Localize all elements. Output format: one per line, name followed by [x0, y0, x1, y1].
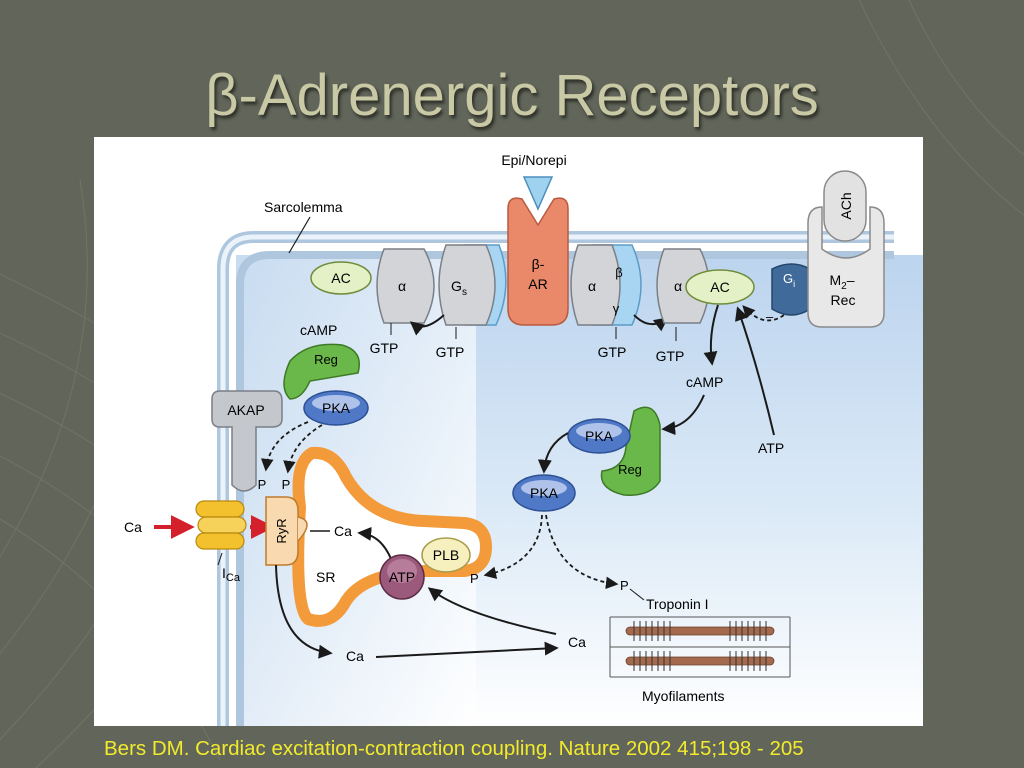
- beta-ar-label-2: AR: [528, 276, 547, 292]
- sarcolemma-label: Sarcolemma: [264, 199, 343, 215]
- plb: [421, 537, 471, 573]
- beta-adrenergic-signaling-diagram: Epi/Norepi Sarcolemma β- AR α AC Gs α β …: [124, 152, 923, 726]
- alpha-left-label: α: [398, 278, 406, 294]
- alpha-right-label: α: [674, 278, 682, 294]
- ac-right-label: AC: [710, 279, 729, 295]
- ryr-label: RyR: [274, 518, 289, 543]
- gtp-label-2: GTP: [436, 344, 465, 360]
- p-plb-label: P: [470, 571, 479, 586]
- myofilaments-label: Myofilaments: [642, 688, 724, 704]
- ac-left-label: AC: [331, 270, 350, 286]
- gs-to-alpha-arrow: [409, 314, 445, 336]
- gs-subunit: [438, 244, 496, 326]
- pka-to-ryr-dashed-1: [261, 421, 309, 472]
- ac-right: [685, 269, 755, 305]
- plb-label: PLB: [433, 547, 459, 563]
- diagram-panel: Epi/Norepi Sarcolemma β- AR α AC Gs α β …: [94, 137, 923, 726]
- p-label-1: P: [258, 477, 267, 492]
- citation: Bers DM. Cardiac excitation-contraction …: [104, 737, 804, 760]
- pka-lower-label: PKA: [530, 485, 559, 501]
- gamma-mid-label: γ: [613, 301, 620, 316]
- troponin-label: Troponin I: [646, 596, 709, 612]
- camp-left-label: cAMP: [300, 322, 337, 338]
- slide-title: β-Adrenergic Receptors: [205, 63, 819, 128]
- beta-mid-label: β: [615, 265, 622, 280]
- gtp-label-4: GTP: [656, 348, 685, 364]
- ac-left: [310, 261, 372, 295]
- pka-left-label: PKA: [322, 400, 351, 416]
- gs-label: Gs: [451, 278, 467, 298]
- sarcolemma-pointer: [288, 216, 311, 254]
- ca-in-label: Ca: [124, 519, 142, 535]
- pka-to-troponin-dashed-arrow: [545, 514, 619, 590]
- beta-ar-receptor: [507, 197, 569, 326]
- reg-left: [283, 343, 360, 400]
- m2-receptor: [807, 206, 885, 328]
- ca-cyto-label: Ca: [346, 648, 364, 664]
- akap: [211, 390, 283, 492]
- ca-to-myofilament-arrow: [375, 641, 559, 658]
- alpha-mid-label: α: [588, 278, 596, 294]
- sr-label: SR: [316, 569, 335, 585]
- reg-right-label: Reg: [618, 462, 642, 477]
- m2-label-2: Rec: [831, 292, 856, 308]
- ach-ligand: [823, 170, 867, 242]
- l-type-ca-channel: [195, 500, 247, 550]
- atp-pump-label: ATP: [389, 569, 415, 585]
- ac-to-camp-arrow: [703, 304, 719, 366]
- pka-mid-label: PKA: [585, 428, 614, 444]
- myofilament-to-pump-arrow: [427, 587, 557, 635]
- sarcoplasmic-reticulum: [292, 446, 492, 627]
- akap-label: AKAP: [227, 402, 264, 418]
- pka-to-plb-dashed-arrow: [483, 514, 543, 579]
- camp-to-pka-arrow: [661, 394, 705, 436]
- reg-left-label: Reg: [314, 352, 338, 367]
- ca-sr-label: Ca: [334, 523, 352, 539]
- gi-minus-label: –: [766, 309, 774, 324]
- ryr-channel: [265, 496, 299, 566]
- atp-right-label: ATP: [758, 440, 784, 456]
- myofilaments-graphic: [609, 616, 791, 678]
- p-troponin-label: P: [620, 578, 629, 593]
- p-label-2: P: [282, 477, 291, 492]
- alpha-subunit-right: [656, 248, 710, 324]
- m2-label-1: M2–: [829, 272, 854, 292]
- epi-norepi-label: Epi/Norepi: [501, 152, 566, 168]
- gtp-label-3: GTP: [598, 344, 627, 360]
- ach-label: ACh: [838, 192, 854, 219]
- atp-to-ac-arrow: [735, 306, 775, 436]
- pka-to-ryr-dashed-2: [283, 424, 323, 474]
- epi-norepi-ligand: [522, 176, 554, 211]
- pka-mid-to-lower-arrow: [537, 432, 569, 474]
- beta-ar-label-1: β-: [532, 256, 545, 272]
- ica-label: ICa: [222, 565, 241, 584]
- gtp-label-1: GTP: [370, 340, 399, 356]
- alpha-subunit-mid: [570, 244, 621, 326]
- ryr-to-cytosol-arrow: [275, 564, 333, 659]
- gi-to-ac-dashed-arrow: [742, 305, 785, 322]
- camp-right-label: cAMP: [686, 374, 723, 390]
- reg-right: [600, 406, 661, 496]
- gi-label: Gi: [783, 271, 795, 289]
- ca-bottom-label: Ca: [568, 634, 586, 650]
